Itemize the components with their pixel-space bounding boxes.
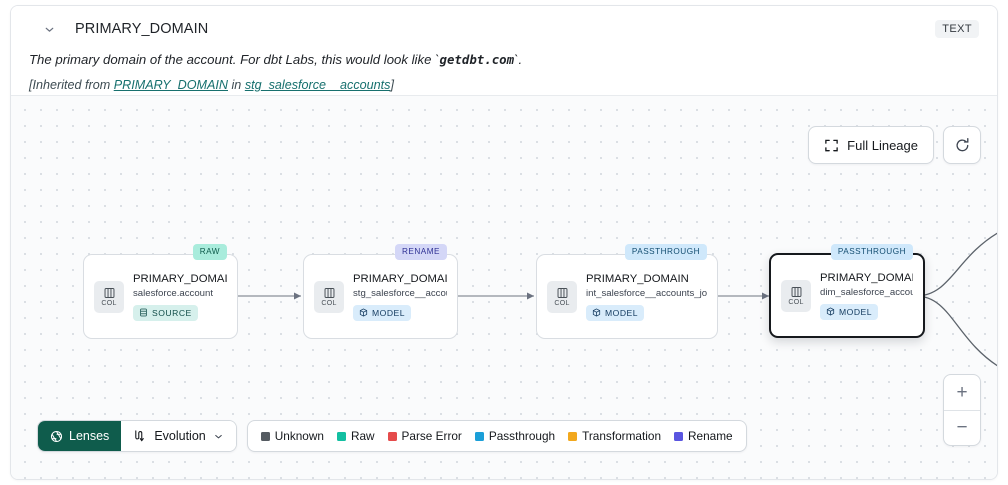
node-parent-name: dim_salesforce_accounts bbox=[820, 286, 913, 298]
legend-swatch bbox=[336, 431, 346, 441]
node-column-name: PRIMARY_DOMAIN bbox=[586, 272, 689, 285]
cube-icon bbox=[592, 308, 601, 317]
column-lineage-panel: PRIMARY_DOMAIN TEXT The primary domain o… bbox=[10, 5, 998, 480]
column-icon-label: COL bbox=[788, 298, 804, 306]
legend-label: Parse Error bbox=[401, 429, 462, 443]
description-code: getdbt.com bbox=[439, 52, 515, 67]
inherited-note: [Inherited from PRIMARY_DOMAIN in stg_sa… bbox=[29, 78, 979, 92]
expand-icon bbox=[825, 139, 838, 151]
column-description: The primary domain of the account. For d… bbox=[29, 51, 979, 69]
legend-swatch bbox=[387, 431, 397, 441]
lineage-bottom-bar: Lenses Evolution Unknown bbox=[37, 420, 747, 452]
evolution-icon bbox=[135, 430, 145, 442]
lineage-node-selected[interactable]: PASSTHROUGH COL PRIMARY_DOMAIN dim_sales… bbox=[769, 244, 925, 338]
legend-swatch bbox=[474, 431, 484, 441]
legend-item: Rename bbox=[674, 429, 733, 443]
description-text: The primary domain of the account. For d… bbox=[29, 52, 440, 67]
node-kind-badge: SOURCE bbox=[133, 304, 198, 321]
node-kind-label: SOURCE bbox=[152, 307, 192, 318]
cube-icon bbox=[826, 307, 835, 316]
inherited-middle: in bbox=[228, 77, 245, 92]
legend-item: Transformation bbox=[568, 429, 661, 443]
node-body: PRIMARY_DOMAIN__C salesforce.account SOU… bbox=[133, 273, 227, 321]
column-icon: COL bbox=[94, 280, 124, 313]
lenses-group: Lenses Evolution bbox=[37, 420, 237, 452]
lenses-label: Lenses bbox=[69, 429, 110, 443]
database-icon bbox=[140, 308, 147, 317]
inherited-suffix: ] bbox=[390, 77, 394, 92]
column-icon: COL bbox=[781, 279, 811, 312]
full-lineage-button[interactable]: Full Lineage bbox=[808, 126, 934, 164]
legend-label: Passthrough bbox=[488, 429, 556, 443]
full-lineage-label: Full Lineage bbox=[847, 137, 918, 153]
node-kind-badge: MODEL bbox=[586, 304, 645, 321]
node-tag: PASSTHROUGH bbox=[624, 244, 707, 260]
node-column-name: PRIMARY_DOMAIN__C bbox=[133, 272, 227, 285]
legend-item: Passthrough bbox=[474, 429, 556, 443]
lineage-node[interactable]: PASSTHROUGH COL PRIMARY_DOMAIN int_sales… bbox=[536, 244, 718, 339]
node-kind-badge: MODEL bbox=[820, 303, 879, 320]
node-column-name: PRIMARY_DOMAIN bbox=[820, 271, 913, 284]
column-type-badge: TEXT bbox=[935, 20, 979, 38]
node-parent-name: stg_salesforce__accounts bbox=[353, 287, 447, 299]
node-kind-label: MODEL bbox=[839, 306, 873, 317]
page-title: PRIMARY_DOMAIN bbox=[75, 21, 209, 37]
chevron-down-icon bbox=[214, 434, 222, 438]
zoom-in-button[interactable]: + bbox=[956, 381, 968, 403]
cube-icon bbox=[359, 308, 368, 317]
legend-swatch bbox=[674, 431, 684, 441]
zoom-controls: + − bbox=[943, 374, 981, 446]
title-row: PRIMARY_DOMAIN bbox=[29, 18, 979, 40]
inherited-column-link[interactable]: PRIMARY_DOMAIN bbox=[113, 77, 228, 92]
node-column-name: PRIMARY_DOMAIN bbox=[353, 272, 447, 285]
legend-swatch bbox=[568, 431, 578, 441]
zoom-out-button[interactable]: − bbox=[944, 410, 980, 445]
lineage-toolbar: Full Lineage bbox=[808, 126, 981, 164]
column-icon: COL bbox=[547, 280, 577, 313]
node-tag: RAW bbox=[192, 244, 227, 260]
node-parent-name: int_salesforce__accounts_joined bbox=[586, 287, 707, 299]
column-icon-label: COL bbox=[101, 299, 117, 307]
inherited-prefix: [Inherited from bbox=[29, 77, 114, 92]
lineage-legend: Unknown Raw Parse Error Passthrough Tran… bbox=[246, 420, 747, 452]
inherited-model-link[interactable]: stg_salesforce__accounts bbox=[244, 77, 391, 92]
lineage-node[interactable]: RENAME COL PRIMARY_DOMAIN stg_salesforce… bbox=[303, 244, 458, 339]
legend-item: Raw bbox=[336, 429, 375, 443]
legend-label: Unknown bbox=[274, 429, 324, 443]
column-icon: COL bbox=[314, 280, 344, 313]
evolution-dropdown[interactable]: Evolution bbox=[121, 421, 236, 451]
legend-label: Rename bbox=[688, 429, 733, 443]
node-tag: PASSTHROUGH bbox=[830, 244, 913, 260]
aperture-icon bbox=[50, 430, 63, 442]
description-text-end: `. bbox=[514, 52, 523, 67]
evolution-label: Evolution bbox=[154, 429, 206, 443]
lineage-canvas[interactable]: RAW COL PRIMARY_DOMAIN__C salesforce.acc… bbox=[11, 95, 997, 479]
node-kind-label: MODEL bbox=[372, 307, 406, 318]
node-kind-label: MODEL bbox=[605, 307, 639, 318]
legend-label: Transformation bbox=[582, 429, 662, 443]
legend-label: Raw bbox=[350, 429, 375, 443]
column-icon-label: COL bbox=[554, 299, 570, 307]
refresh-button[interactable] bbox=[943, 126, 981, 164]
lenses-button[interactable]: Lenses bbox=[38, 421, 122, 451]
node-body: PRIMARY_DOMAIN int_salesforce__accounts_… bbox=[586, 273, 707, 321]
node-body: PRIMARY_DOMAIN dim_salesforce_accounts M… bbox=[820, 272, 913, 320]
column-header: PRIMARY_DOMAIN TEXT The primary domain o… bbox=[11, 6, 997, 94]
legend-swatch bbox=[260, 431, 270, 441]
lineage-node[interactable]: RAW COL PRIMARY_DOMAIN__C salesforce.acc… bbox=[83, 244, 238, 339]
node-parent-name: salesforce.account bbox=[133, 287, 213, 299]
chevron-down-icon[interactable] bbox=[41, 21, 57, 37]
node-body: PRIMARY_DOMAIN stg_salesforce__accounts … bbox=[353, 273, 447, 321]
legend-item: Parse Error bbox=[387, 429, 462, 443]
column-icon-label: COL bbox=[321, 299, 337, 307]
node-tag: RENAME bbox=[394, 244, 447, 260]
legend-item: Unknown bbox=[260, 429, 324, 443]
refresh-icon bbox=[955, 137, 968, 151]
node-kind-badge: MODEL bbox=[353, 304, 412, 321]
